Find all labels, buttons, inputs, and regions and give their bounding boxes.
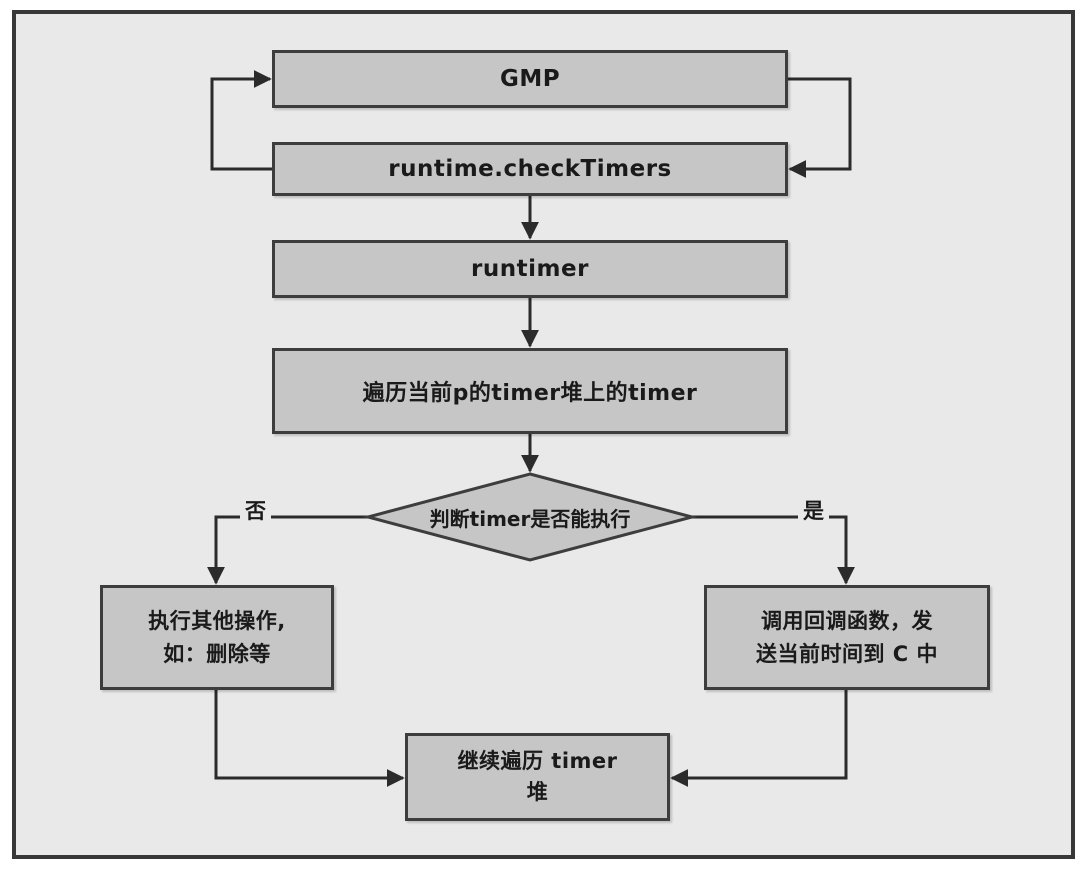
node-runtime-checktimers: runtime.checkTimers bbox=[272, 142, 788, 196]
arrow-callback-to-continue bbox=[670, 690, 848, 787]
node-iterate-timer-heap: 遍历当前p的timer堆上的timer bbox=[272, 348, 788, 434]
node-invoke-callback: 调用回调函数，发 送当前时间到 C 中 bbox=[704, 585, 990, 690]
decision-diamond-shape bbox=[362, 472, 698, 562]
node-other-operations: 执行其他操作, 如：删除等 bbox=[100, 585, 334, 690]
node-invoke-callback-line1: 调用回调函数，发 bbox=[761, 608, 933, 633]
node-continue-iterating: 继续遍历 timer 堆 bbox=[405, 733, 670, 821]
node-gmp-label: GMP bbox=[499, 66, 561, 92]
node-invoke-callback-line2: 送当前时间到 C 中 bbox=[755, 641, 939, 666]
arrow-decision-no-branch bbox=[207, 515, 368, 585]
node-other-operations-line1: 执行其他操作, bbox=[148, 608, 286, 633]
node-runtimer: runtimer bbox=[272, 240, 788, 298]
node-continue-iterating-line1: 继续遍历 timer bbox=[457, 748, 618, 773]
node-runtimer-label: runtimer bbox=[471, 256, 589, 282]
arrow-gmp-to-checktimers bbox=[788, 77, 852, 178]
node-runtime-checktimers-label: runtime.checkTimers bbox=[388, 156, 672, 182]
node-continue-iterating-line2: 堆 bbox=[526, 780, 549, 804]
arrow-checktimers-to-gmp bbox=[210, 70, 272, 171]
node-iterate-timer-heap-label: 遍历当前p的timer堆上的timer bbox=[362, 381, 698, 406]
node-gmp: GMP bbox=[272, 50, 788, 108]
edge-label-no: 否 bbox=[240, 498, 271, 526]
edge-label-yes: 是 bbox=[798, 498, 829, 526]
arrow-decision-yes-branch bbox=[692, 515, 855, 585]
node-decision-label: 判断timer是否能执行 bbox=[429, 506, 631, 531]
node-other-operations-line2: 如：删除等 bbox=[163, 641, 271, 666]
arrow-otherops-to-continue bbox=[214, 690, 405, 787]
node-decision: 判断timer是否能执行 bbox=[372, 488, 688, 546]
